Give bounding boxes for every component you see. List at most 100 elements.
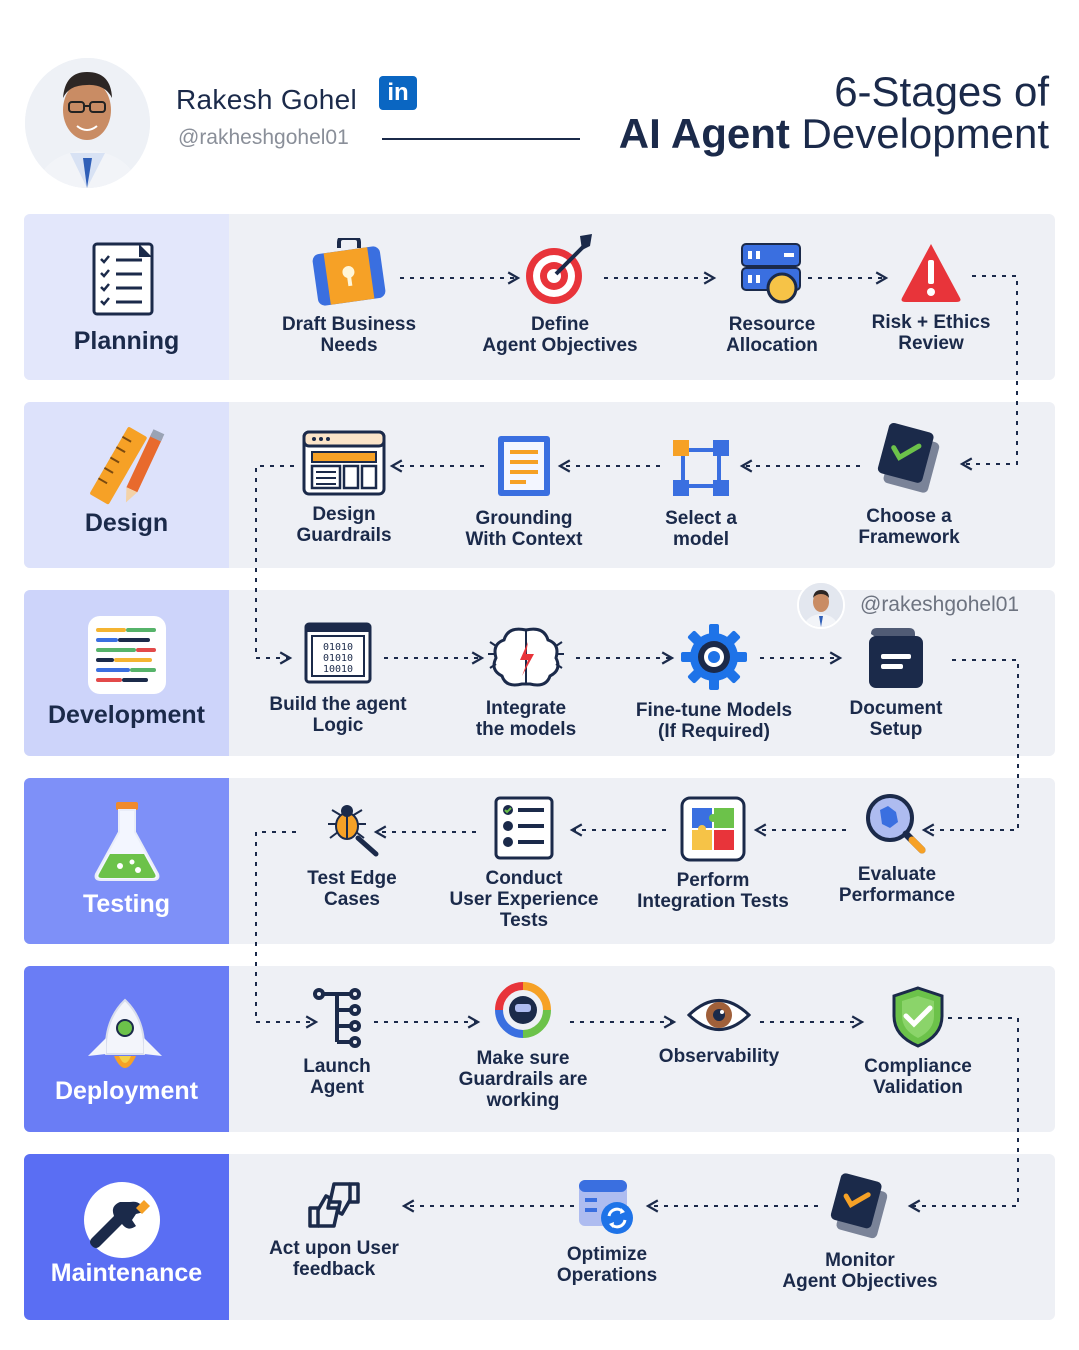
step-label: Draft Business Needs	[281, 314, 417, 356]
step-build-the-agent-logic: 01010 01010 10010 Build the agent Logic	[252, 620, 424, 736]
warning-icon	[901, 244, 961, 302]
step-label: Make sure Guardrails are working	[458, 1048, 588, 1111]
step-observability: Observability	[640, 992, 798, 1067]
checklist-icon	[494, 796, 554, 860]
header-divider	[382, 138, 580, 140]
step-test-edge-cases: Test Edge Cases	[286, 796, 418, 910]
step-label: Define Agent Objectives	[482, 314, 638, 356]
step-select-a-model: Select a model	[640, 436, 762, 550]
step-label: Select a model	[665, 508, 737, 550]
bug-icon	[328, 805, 379, 857]
guardrail-gauge-icon	[495, 982, 551, 1038]
step-label: Choose a Framework	[858, 506, 960, 548]
step-evaluate-performance: Evaluate Performance	[824, 792, 970, 906]
step-label: Document Setup	[849, 698, 943, 740]
step-perform-integration-tests: Perform Integration Tests	[618, 796, 808, 912]
step-launch-agent: Launch Agent	[284, 988, 390, 1098]
stage-design: Design	[24, 402, 229, 568]
step-label: Integrate the models	[475, 698, 577, 740]
step-choose-a-framework: Choose a Framework	[834, 420, 984, 548]
step-label: Launch Agent	[303, 1056, 371, 1098]
server-icon	[741, 243, 801, 304]
step-label: Compliance Validation	[864, 1056, 972, 1098]
wallet-document-icon	[869, 628, 923, 688]
step-grounding-with-context: Grounding With Context	[452, 434, 596, 550]
model-nodes-icon	[673, 440, 729, 496]
browser-layout-icon	[302, 430, 386, 496]
stage-maintenance: Maintenance	[24, 1154, 229, 1320]
author-handle: @rakheshgohel01	[178, 126, 349, 149]
step-label: Optimize Operations	[556, 1244, 658, 1286]
stage-development: Development	[24, 590, 229, 756]
step-design-guardrails: Design Guardrails	[284, 430, 404, 546]
code-editor-icon	[24, 614, 229, 694]
step-optimize-operations: Optimize Operations	[540, 1178, 674, 1286]
step-conduct-user-experience-tests: Conduct User Experience Tests	[434, 796, 614, 931]
step-compliance-validation: Compliance Validation	[846, 986, 990, 1098]
framework-check-icon	[877, 422, 940, 493]
step-label: Grounding With Context	[465, 508, 583, 550]
thumbs-feedback-icon	[308, 1182, 360, 1228]
monitor-check-icon	[830, 1173, 888, 1239]
step-document-setup: Document Setup	[832, 626, 960, 740]
optimize-sync-icon	[579, 1180, 633, 1234]
step-label: Resource Allocation	[726, 314, 818, 356]
stage-testing: Testing	[24, 778, 229, 944]
document-context-icon	[498, 436, 550, 496]
step-act-upon-user-feedback: Act upon User feedback	[254, 1180, 414, 1280]
gear-icon	[681, 624, 747, 690]
stage-label: Deployment	[54, 1077, 199, 1105]
checklist-document-icon	[24, 238, 229, 318]
author-name: Rakesh Gohel	[176, 84, 358, 115]
step-resource-allocation: Resource Allocation	[700, 240, 844, 356]
step-label: Test Edge Cases	[307, 868, 397, 910]
step-integrate-the-models: Integrate the models	[460, 624, 592, 740]
briefcase-icon	[312, 238, 386, 306]
svg-text:01010: 01010	[323, 642, 353, 653]
puzzle-icon	[680, 796, 746, 862]
binary-code-icon: 01010 01010 10010	[304, 622, 372, 684]
stage-deployment: Deployment	[24, 966, 229, 1132]
step-label: Observability	[658, 1046, 780, 1067]
step-label: Monitor Agent Objectives	[782, 1250, 938, 1292]
ruler-pencil-icon	[24, 426, 229, 506]
step-label: Risk + Ethics Review	[871, 312, 991, 354]
stage-label: Development	[48, 701, 205, 729]
stage-planning: Planning	[24, 214, 229, 380]
page-title-line2: AI Agent Development	[618, 110, 1049, 157]
watermark-avatar	[797, 581, 845, 629]
stage-label: Testing	[82, 890, 171, 918]
page-title-line1: 6-Stages of	[834, 68, 1049, 115]
wrench-icon	[24, 1178, 229, 1258]
step-label: Act upon User feedback	[269, 1238, 399, 1280]
eye-icon	[687, 999, 751, 1031]
step-draft-business-needs: Draft Business Needs	[266, 238, 432, 356]
rocket-icon	[24, 990, 229, 1070]
shield-check-icon	[892, 986, 944, 1048]
step-label: Evaluate Performance	[838, 864, 956, 906]
step-label: Design Guardrails	[296, 504, 392, 546]
step-monitor-agent-objectives: Monitor Agent Objectives	[760, 1172, 960, 1292]
git-branch-icon	[313, 988, 361, 1048]
header: Rakesh Gohel in @rakheshgohel01 6-Stages…	[0, 0, 1079, 200]
linkedin-icon[interactable]: in	[379, 76, 417, 110]
step-label: Conduct User Experience Tests	[449, 868, 599, 931]
magnifier-icon	[866, 794, 926, 854]
brain-icon	[488, 627, 564, 687]
target-icon	[526, 234, 592, 304]
step-fine-tune-models: Fine-tune Models (If Required)	[616, 622, 812, 742]
step-label: Fine-tune Models (If Required)	[635, 700, 793, 742]
step-label: Build the agent Logic	[269, 694, 407, 736]
watermark-handle: @rakeshgohel01	[860, 593, 1020, 616]
stage-label: Planning	[73, 327, 180, 355]
step-label: Perform Integration Tests	[637, 870, 789, 912]
flask-icon	[24, 802, 229, 882]
step-risk-ethics-review: Risk + Ethics Review	[858, 240, 1004, 354]
step-make-sure-guardrails-are-working: Make sure Guardrails are working	[440, 980, 606, 1111]
step-define-agent-objectives: Define Agent Objectives	[462, 232, 658, 356]
stage-label: Design	[84, 509, 169, 537]
stage-label: Maintenance	[50, 1259, 203, 1287]
svg-text:01010: 01010	[323, 653, 353, 664]
author-avatar	[25, 58, 150, 188]
svg-text:10010: 10010	[323, 664, 353, 675]
